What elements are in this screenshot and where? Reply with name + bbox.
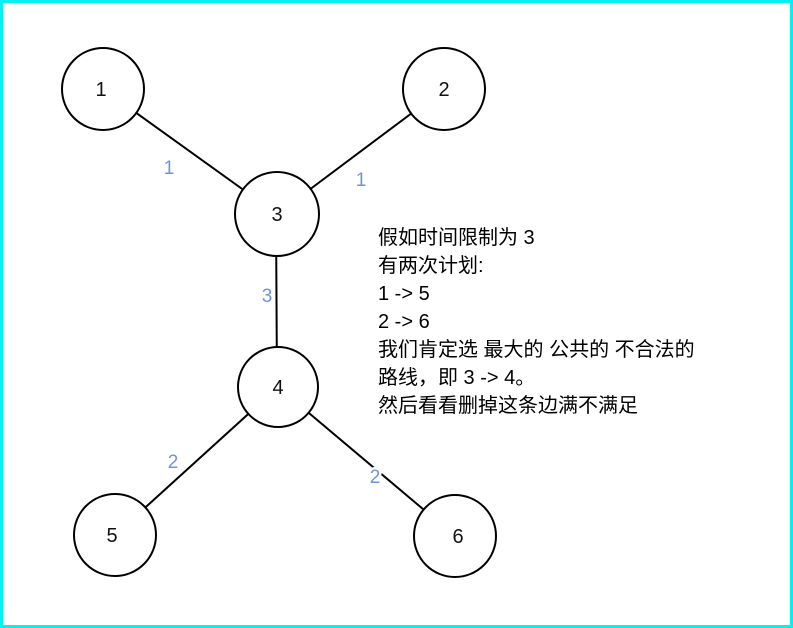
node-2-circle — [402, 47, 486, 131]
node-6-circle — [413, 494, 497, 578]
annotation-text-block: 假如时间限制为 3 有两次计划: 1 -> 5 2 -> 6 我们肯定选 最大的… — [378, 224, 695, 420]
node-1-circle — [61, 47, 145, 131]
annotation-line: 2 -> 6 — [378, 311, 430, 333]
node-4-circle — [237, 346, 319, 428]
node-1-label: 1 — [95, 79, 106, 101]
node-3-circle — [234, 171, 320, 257]
node-4-label: 4 — [272, 377, 283, 399]
annotation-line: 有两次计划: — [378, 255, 484, 277]
edge-1-3-weight-label: 1 — [164, 158, 175, 179]
edge-2-3-weight-label: 1 — [356, 170, 367, 191]
graph-diagram: 1 2 3 4 5 6 1 1 3 2 2 — [61, 47, 497, 578]
annotation-line: 假如时间限制为 3 — [378, 227, 535, 249]
edge-4-5-weight-label: 2 — [168, 452, 179, 473]
node-3-label: 3 — [271, 204, 282, 226]
node-5-label: 5 — [106, 525, 117, 547]
annotation-line: 1 -> 5 — [378, 283, 430, 305]
annotation-line: 路线，即 3 -> 4。 — [378, 367, 536, 389]
node-5-circle — [73, 493, 157, 577]
edge-4-6-weight-label: 2 — [370, 467, 381, 488]
node-6-label: 6 — [452, 526, 463, 548]
annotation-line: 我们肯定选 最大的 公共的 不合法的 — [378, 339, 695, 361]
node-2-label: 2 — [438, 79, 449, 101]
edge-3-4-weight-label: 3 — [262, 286, 273, 307]
annotation-line: 然后看看删掉这条边满不满足 — [378, 395, 638, 417]
